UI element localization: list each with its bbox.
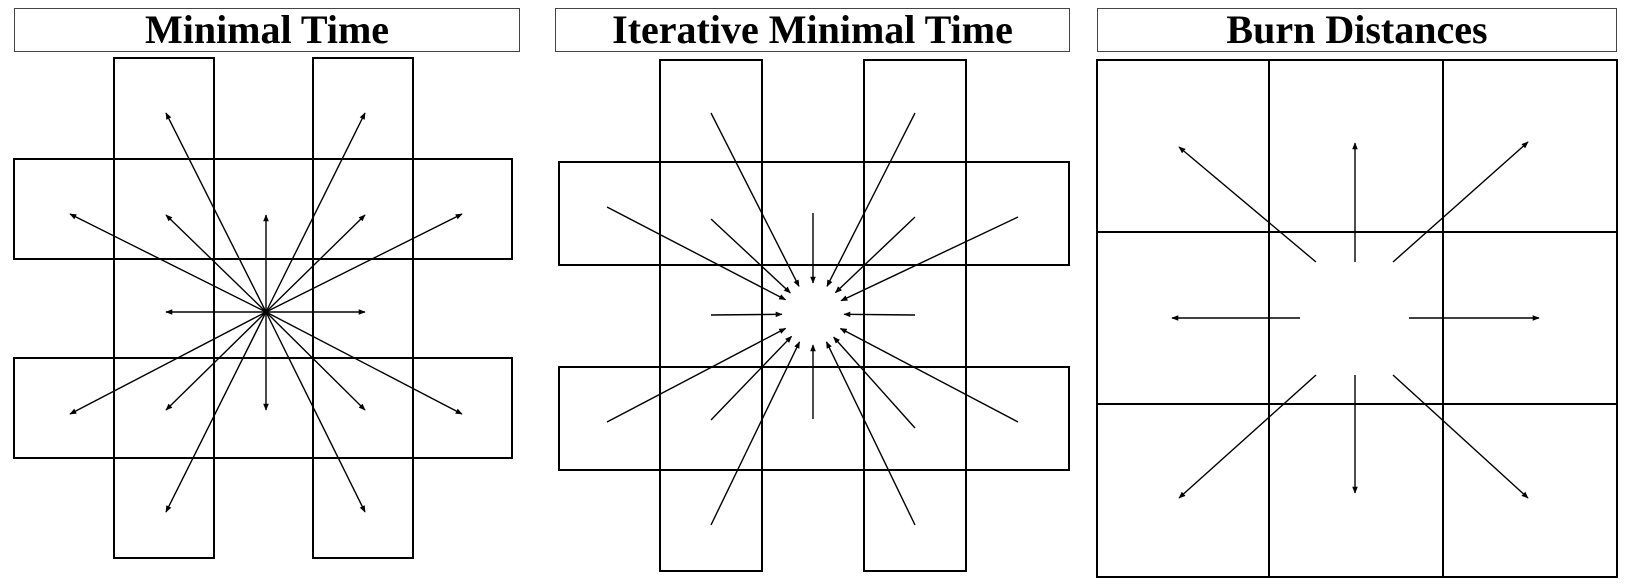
inward-arrow <box>839 327 1019 423</box>
outward-arrow <box>265 311 366 411</box>
horizontal-strip-bottom <box>13 357 513 459</box>
outward-arrow <box>165 112 267 313</box>
burn-arrow <box>1178 374 1317 499</box>
outward-arrow <box>165 311 267 513</box>
panel-title-burn-distances: Burn Distances <box>1097 8 1617 52</box>
inward-arrow <box>710 311 783 318</box>
vertical-strip-right <box>863 59 967 572</box>
outward-arrow <box>165 214 267 313</box>
outward-arrow <box>265 112 366 313</box>
inward-arrow <box>825 341 916 526</box>
iterative-minimal-time-grid <box>558 59 1070 572</box>
inward-arrow <box>606 327 787 423</box>
inward-arrow <box>826 112 916 287</box>
burn-arrow <box>1392 374 1529 499</box>
burn-distances-arrows <box>1171 141 1540 499</box>
inward-arrow <box>606 206 787 301</box>
outward-arrow <box>265 214 366 313</box>
inward-arrow <box>840 216 1019 302</box>
horizontal-strip-top <box>13 158 513 260</box>
panel-title-iterative-minimal-time: Iterative Minimal Time <box>555 8 1070 52</box>
iterative-minimal-time-arrows <box>606 112 1019 526</box>
outward-arrow <box>265 213 463 313</box>
outward-arrow <box>265 311 366 513</box>
minimal-time-grid <box>13 57 513 559</box>
grid-outline <box>1096 59 1618 578</box>
burn-arrow <box>1178 146 1317 263</box>
vertical-strip-right <box>312 57 414 559</box>
inward-arrow <box>710 218 791 294</box>
panel-title-minimal-time: Minimal Time <box>14 8 520 52</box>
vertical-strip-left <box>659 59 763 572</box>
outward-arrow <box>69 213 267 313</box>
outward-arrow <box>165 311 267 411</box>
horizontal-strip-top <box>558 161 1070 266</box>
inward-arrow <box>843 311 916 318</box>
vertical-strip-left <box>113 57 215 559</box>
horizontal-strip-bottom <box>558 366 1070 471</box>
minimal-time-arrows <box>69 112 463 513</box>
inward-arrow <box>834 216 916 294</box>
burn-arrow <box>1392 141 1529 263</box>
inward-arrow <box>710 112 800 287</box>
outward-arrow <box>265 311 463 415</box>
outward-arrow <box>69 311 267 415</box>
inward-arrow <box>833 336 916 429</box>
inward-arrow <box>710 341 801 526</box>
inward-arrow <box>710 335 793 421</box>
